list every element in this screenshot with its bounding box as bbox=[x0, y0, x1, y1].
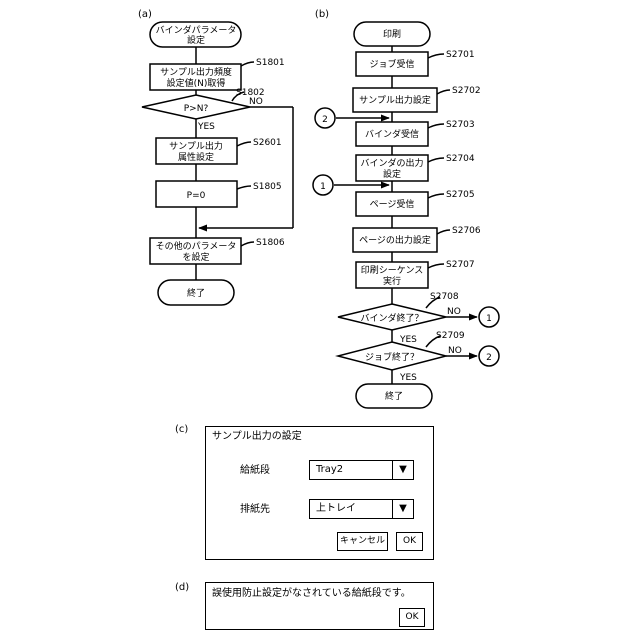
a-label-yes: YES bbox=[197, 122, 215, 132]
a-s2601-line2: 属性設定 bbox=[178, 151, 214, 163]
b-label-s2705: S2705 bbox=[446, 190, 475, 200]
dropdown-arrow-icon[interactable]: ▼ bbox=[392, 461, 413, 479]
b-label-no2: NO bbox=[448, 346, 462, 356]
b-label-s2704: S2704 bbox=[446, 154, 475, 164]
a-decision-text: P>N? bbox=[184, 104, 209, 114]
b-job-recv-text: ジョブ受信 bbox=[369, 58, 414, 70]
b-label-s2709: S2709 bbox=[436, 331, 465, 341]
b-print-seq-line1: 印刷シーケンス bbox=[361, 264, 424, 276]
a-start-line2: 設定 bbox=[187, 34, 205, 46]
b-label-yes2: YES bbox=[399, 373, 417, 383]
b-binder-end-text: バインダ終了？ bbox=[360, 312, 423, 324]
b-sample-set-text: サンプル出力設定 bbox=[359, 94, 431, 106]
panel-label-c: (c) bbox=[175, 424, 188, 435]
tray-select[interactable]: Tray2 ▼ bbox=[309, 460, 414, 480]
tray-select-value: Tray2 bbox=[316, 464, 343, 475]
b-end-text: 終了 bbox=[385, 390, 403, 402]
panel-label-b: (b) bbox=[315, 9, 329, 20]
output-label: 排紙先 bbox=[240, 504, 270, 516]
dropdown-arrow-icon[interactable]: ▼ bbox=[392, 500, 413, 518]
a-s1806-line1: その他のパラメータ bbox=[156, 240, 237, 252]
b-label-s2707: S2707 bbox=[446, 260, 475, 270]
b-page-recv-text: ページ受信 bbox=[370, 198, 415, 210]
b-binder-recv-text: バインダ受信 bbox=[365, 128, 419, 140]
ok-button[interactable]: OK bbox=[396, 532, 423, 551]
b-label-s2703: S2703 bbox=[446, 120, 475, 130]
a-label-s1805: S1805 bbox=[253, 182, 282, 192]
b-label-no1: NO bbox=[447, 307, 461, 317]
b-connector-2-in-text: 2 bbox=[322, 115, 328, 125]
dialog-title: サンプル出力の設定 bbox=[212, 431, 302, 443]
panel-label-d: (d) bbox=[175, 582, 189, 593]
ok-button[interactable]: OK bbox=[399, 608, 425, 627]
b-connector-1-in-text: 1 bbox=[320, 182, 326, 192]
tray-label: 給紙段 bbox=[240, 465, 270, 477]
a-label-no: NO bbox=[249, 97, 263, 107]
b-job-end-text: ジョブ終了？ bbox=[365, 351, 419, 363]
a-s1801-line1: サンプル出力頻度 bbox=[160, 66, 232, 78]
b-label-s2706: S2706 bbox=[452, 226, 481, 236]
b-label-s2702: S2702 bbox=[452, 86, 481, 96]
panel-label-a: (a) bbox=[138, 9, 152, 20]
b-label-s2708: S2708 bbox=[430, 292, 459, 302]
a-end-text: 終了 bbox=[187, 287, 205, 299]
b-label-s2701: S2701 bbox=[446, 50, 475, 60]
a-label-s2601: S2601 bbox=[253, 138, 282, 148]
b-print-seq-line2: 実行 bbox=[383, 275, 401, 287]
a-s2601-line1: サンプル出力 bbox=[169, 140, 223, 152]
warning-message: 誤使用防止設定がなされている給紙段です。 bbox=[212, 588, 411, 600]
b-connector-1-out-text: 1 bbox=[486, 314, 492, 324]
a-label-s1801: S1801 bbox=[256, 58, 285, 68]
b-start-text: 印刷 bbox=[383, 28, 401, 40]
b-label-yes1: YES bbox=[399, 335, 417, 345]
misuse-warning-dialog: 誤使用防止設定がなされている給紙段です。 OK bbox=[205, 582, 434, 630]
cancel-button[interactable]: キャンセル bbox=[337, 532, 388, 551]
a-start-line1: バインダパラメータ bbox=[156, 24, 237, 36]
a-label-s1806: S1806 bbox=[256, 238, 285, 248]
a-s1801-line2: 設定値(N)取得 bbox=[167, 77, 226, 89]
b-connector-2-out-text: 2 bbox=[486, 353, 492, 363]
a-p0-text: P=0 bbox=[187, 191, 206, 201]
sample-output-settings-dialog: サンプル出力の設定 給紙段 Tray2 ▼ 排紙先 上トレイ ▼ キャンセル O… bbox=[205, 426, 434, 560]
output-select-value: 上トレイ bbox=[316, 503, 356, 514]
a-s1806-line2: を設定 bbox=[182, 251, 209, 263]
b-binder-out-line2: 設定 bbox=[383, 168, 401, 180]
b-binder-out-line1: バインダの出力 bbox=[360, 157, 423, 169]
output-select[interactable]: 上トレイ ▼ bbox=[309, 499, 414, 519]
b-page-out-text: ページの出力設定 bbox=[359, 234, 431, 246]
